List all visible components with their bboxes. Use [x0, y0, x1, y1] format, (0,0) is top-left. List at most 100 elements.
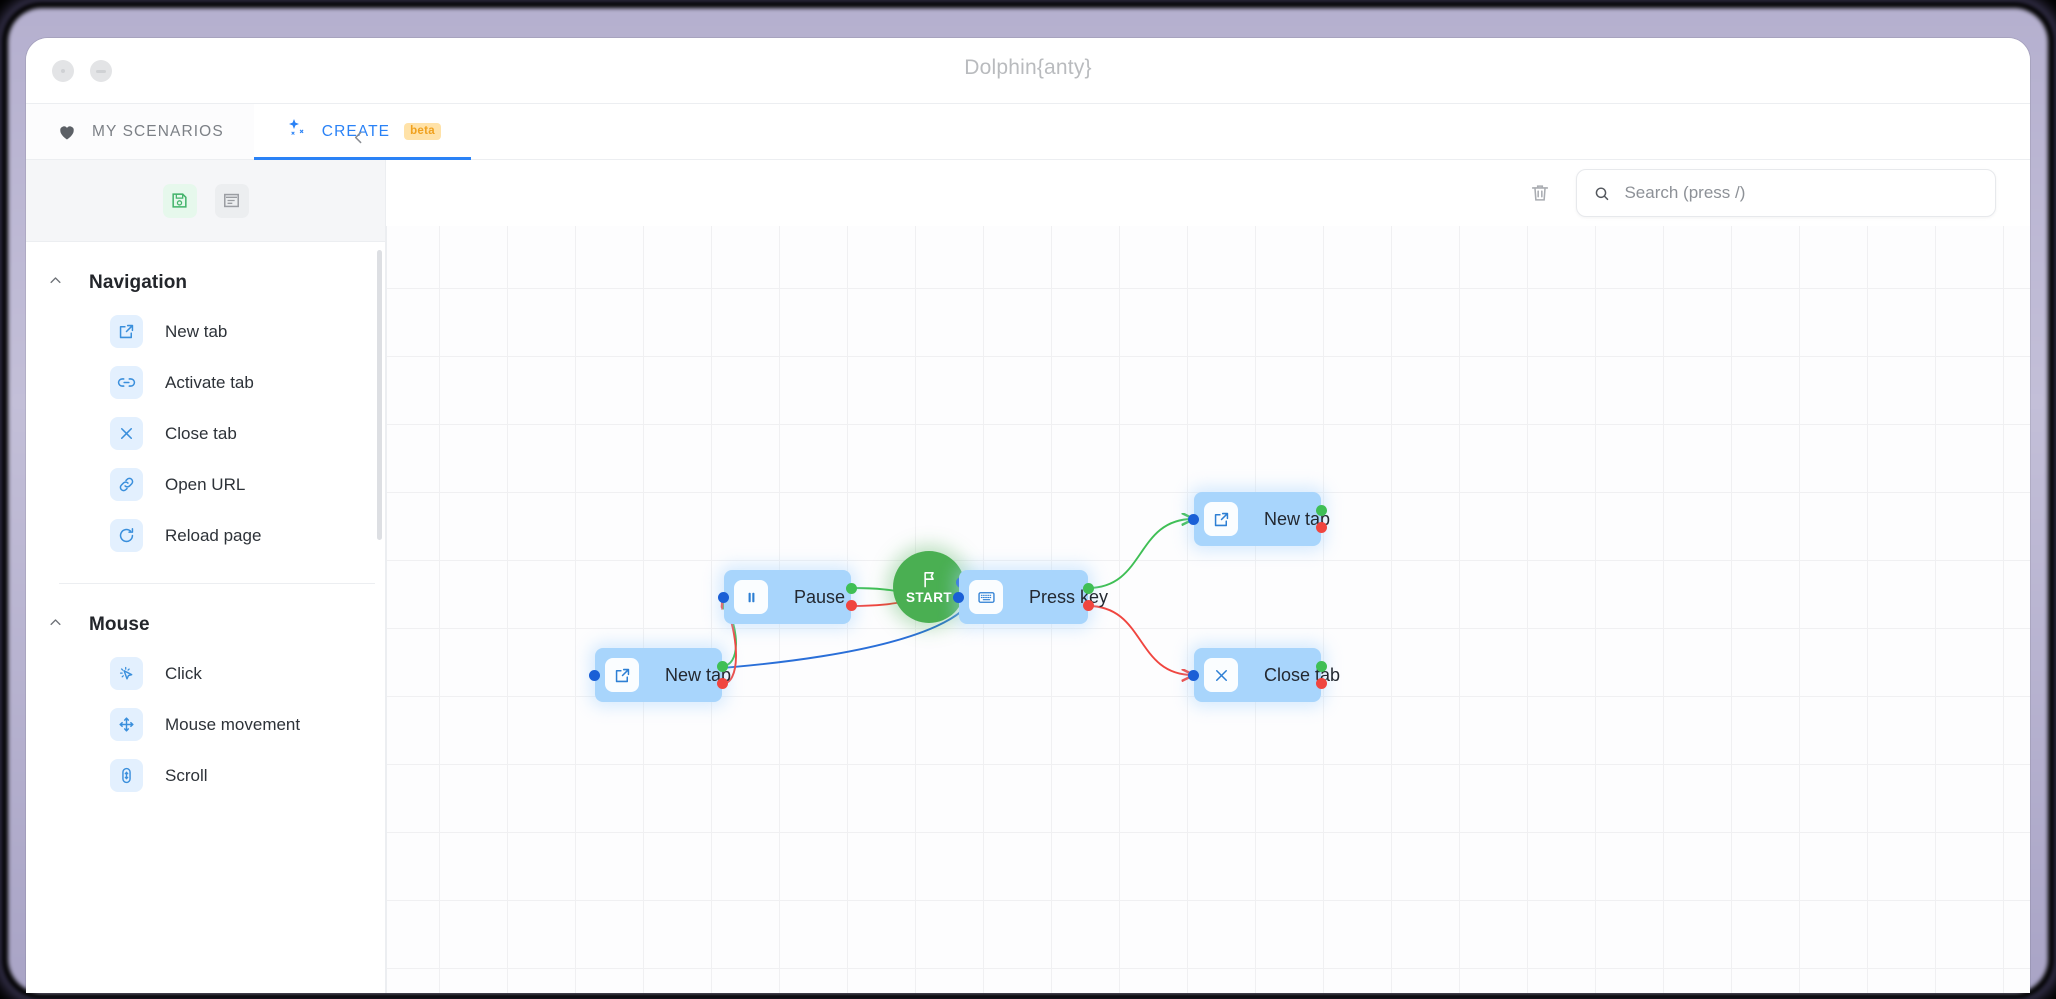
node-error-port[interactable]: [1316, 678, 1327, 689]
keyboard-icon: [977, 588, 996, 607]
pause-icon-box: [734, 580, 768, 614]
sidebar-group-title: Mouse: [89, 614, 150, 636]
search-input[interactable]: [1624, 183, 1979, 203]
sidebar-item-label: Scroll: [165, 766, 208, 786]
tab-label-my-scenarios: MY SCENARIOS: [92, 123, 224, 141]
chain-link-icon-box: [110, 468, 143, 501]
node-input-port[interactable]: [1188, 670, 1199, 681]
refresh-icon: [117, 526, 136, 545]
node-success-port[interactable]: [1083, 583, 1094, 594]
flow-node-label: Pause: [794, 587, 845, 608]
close-x-icon-box: [1204, 658, 1238, 692]
scroll-mouse-icon-box: [110, 759, 143, 792]
sidebar-item-new-tab[interactable]: New tab: [26, 306, 385, 357]
node-input-port[interactable]: [589, 670, 600, 681]
chevron-left-icon: [350, 129, 367, 146]
node-success-port[interactable]: [846, 583, 857, 594]
flow-edge-success[interactable]: [1088, 519, 1193, 588]
flow-node-label: Press key: [1029, 587, 1108, 608]
node-success-port[interactable]: [1316, 661, 1327, 672]
titlebar: Dolphin{anty}: [26, 38, 2030, 104]
start-node-label: START: [906, 590, 952, 605]
sidebar-item-label: Activate tab: [165, 373, 254, 393]
close-x-icon: [117, 424, 136, 443]
scroll-mouse-icon: [117, 766, 136, 785]
floppy-disk-icon: [170, 191, 189, 210]
sparkle-icon: [284, 117, 308, 146]
close-x-icon: [1212, 666, 1231, 685]
save-scenario-button[interactable]: [163, 184, 197, 218]
sidebar-item-label: Close tab: [165, 424, 237, 444]
sidebar-item-reload-page[interactable]: Reload page: [26, 510, 385, 561]
node-input-port[interactable]: [953, 592, 964, 603]
sidebar-group-title: Navigation: [89, 272, 187, 294]
sidebar-item-label: New tab: [165, 322, 227, 342]
chevron-up-icon: [48, 615, 63, 635]
flow-edge-error[interactable]: [1088, 606, 1193, 675]
flow-node-pause[interactable]: Pause: [724, 570, 851, 624]
sidebar-item-label: Reload page: [165, 526, 261, 546]
page-title: Dolphin{anty}: [26, 56, 2030, 80]
heart-icon: [56, 122, 78, 142]
flow-node-press-key[interactable]: Press key: [959, 570, 1088, 624]
node-error-port[interactable]: [1083, 600, 1094, 611]
node-success-port[interactable]: [1316, 505, 1327, 516]
flow-node-label: Close tab: [1264, 665, 1340, 686]
move-arrows-icon: [117, 715, 136, 734]
search-icon: [1593, 184, 1610, 203]
node-success-port[interactable]: [717, 661, 728, 672]
flow-node-close-tab[interactable]: Close tab: [1194, 648, 1321, 702]
collapse-sidebar-button[interactable]: [345, 124, 371, 150]
flag-icon: [920, 570, 939, 589]
node-input-port[interactable]: [1188, 514, 1199, 525]
trash-icon: [1529, 182, 1551, 204]
node-input-port[interactable]: [718, 592, 729, 603]
sidebar-scrollbar-thumb[interactable]: [377, 250, 382, 540]
sidebar-item-open-url[interactable]: Open URL: [26, 459, 385, 510]
sidebar-item-scroll[interactable]: Scroll: [26, 750, 385, 801]
external-link-icon-box: [1204, 502, 1238, 536]
external-link-icon: [613, 666, 632, 685]
beta-badge: beta: [404, 123, 441, 140]
search-box[interactable]: [1576, 169, 1996, 217]
link-dash-icon: [117, 373, 136, 392]
sidebar-item-close-tab[interactable]: Close tab: [26, 408, 385, 459]
sidebar-item-label: Open URL: [165, 475, 245, 495]
sidebar-group-header-navigation[interactable]: Navigation: [26, 242, 385, 306]
start-node[interactable]: START: [893, 551, 965, 623]
external-link-icon-box: [605, 658, 639, 692]
chain-link-icon: [117, 475, 136, 494]
sidebar-toolbar: [26, 160, 385, 242]
sidebar-item-click[interactable]: Click: [26, 648, 385, 699]
flow-node-new-tab[interactable]: New tab: [1194, 492, 1321, 546]
node-error-port[interactable]: [846, 600, 857, 611]
external-link-icon: [117, 322, 136, 341]
node-error-port[interactable]: [717, 678, 728, 689]
node-error-port[interactable]: [1316, 522, 1327, 533]
sidebar-item-activate-tab[interactable]: Activate tab: [26, 357, 385, 408]
close-x-icon-box: [110, 417, 143, 450]
document-lines-icon: [222, 191, 241, 210]
sidebar-item-label: Click: [165, 664, 202, 684]
notes-button[interactable]: [215, 184, 249, 218]
sidebar-item-label: Mouse movement: [165, 715, 300, 735]
tab-bar: MY SCENARIOS CREATE beta: [26, 104, 2030, 160]
keyboard-icon-box: [969, 580, 1003, 614]
sidebar-group-header-mouse[interactable]: Mouse: [26, 584, 385, 648]
link-dash-icon-box: [110, 366, 143, 399]
tab-my-scenarios[interactable]: MY SCENARIOS: [26, 104, 254, 159]
delete-button[interactable]: [1526, 179, 1554, 207]
refresh-icon-box: [110, 519, 143, 552]
flow-node-new-tab[interactable]: New tab: [595, 648, 722, 702]
sidebar-item-mouse-movement[interactable]: Mouse movement: [26, 699, 385, 750]
chevron-up-icon: [48, 273, 63, 293]
